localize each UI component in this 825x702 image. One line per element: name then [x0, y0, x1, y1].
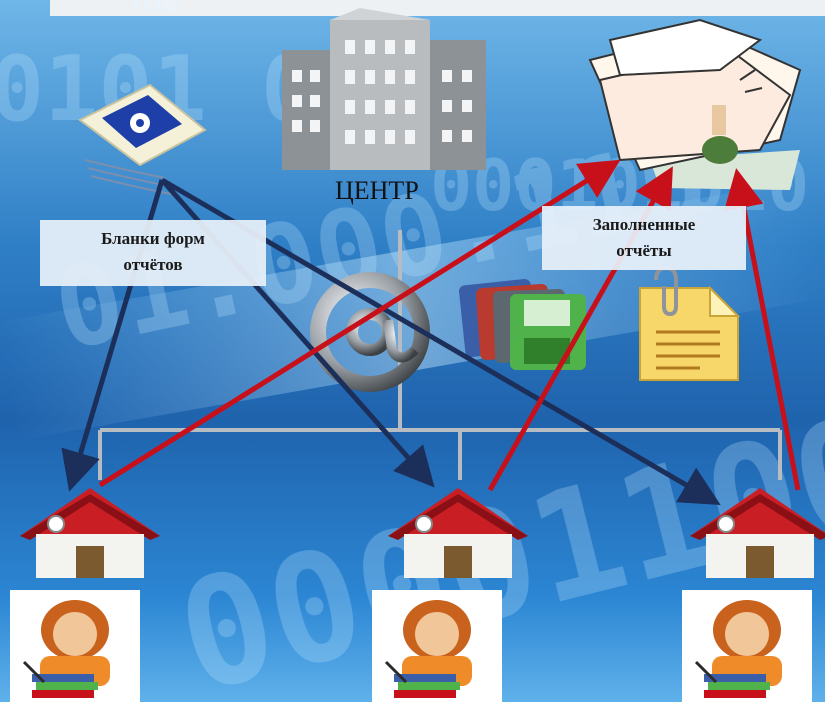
- page-title: me: [132, 0, 182, 20]
- blank-forms-label-line: Бланки форм: [101, 229, 205, 248]
- worker-card: [372, 590, 502, 702]
- worker-icon: [384, 600, 472, 698]
- house-icon: [388, 488, 528, 578]
- worker-card: [682, 590, 812, 702]
- reports-arrow: [724, 168, 801, 491]
- blank-forms-label: Бланки форм отчётов: [40, 220, 266, 286]
- house-icon: [20, 488, 160, 578]
- worker-card: [10, 590, 140, 702]
- blank-forms-label-line: отчётов: [123, 255, 183, 274]
- house-icon: [690, 488, 825, 578]
- header-bar: [50, 0, 825, 16]
- center-label: ЦЕНТР: [335, 176, 419, 205]
- worker-icon: [694, 600, 782, 698]
- filled-reports-label-line: Заполненные: [592, 215, 696, 234]
- worker-icon: [22, 600, 110, 698]
- reports-arrow: [98, 159, 621, 488]
- filled-reports-label: Заполненные отчёты: [542, 206, 746, 270]
- filled-reports-label-line: отчёты: [616, 241, 672, 260]
